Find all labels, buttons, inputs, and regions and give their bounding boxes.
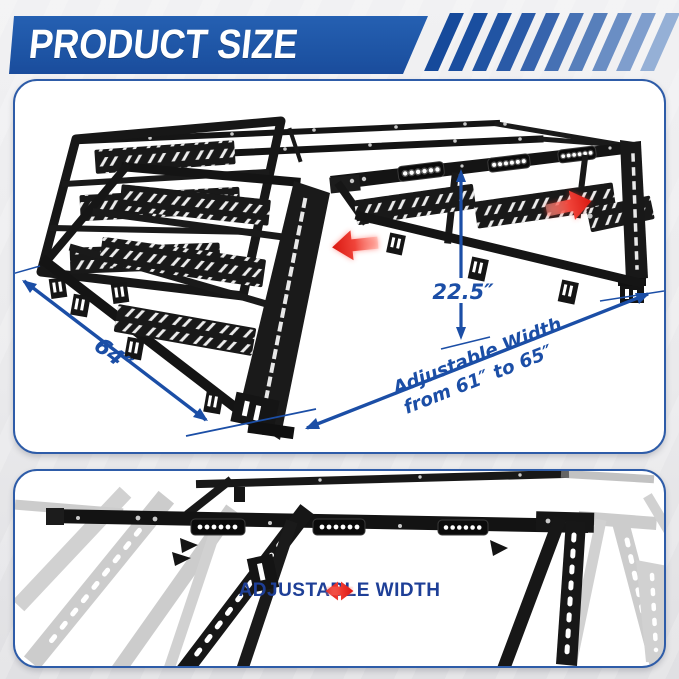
led-pod bbox=[557, 145, 597, 164]
bed-rack-drawing bbox=[36, 116, 655, 440]
dimensions-panel: 64″ 22.5″ Adjustable Width from 61″ to 6… bbox=[13, 79, 666, 454]
led-pod bbox=[312, 518, 366, 536]
front-corner-post bbox=[230, 181, 330, 440]
led-pod bbox=[487, 153, 531, 173]
width-arrow-left-icon bbox=[332, 230, 379, 261]
rack-adjustment-illustration bbox=[15, 471, 664, 666]
adjustable-width-panel: ADJUSTABLE WIDTH bbox=[13, 469, 666, 668]
page-title: PRODUCT SIZE bbox=[26, 21, 301, 67]
front-left-panel bbox=[38, 161, 301, 436]
led-pod bbox=[437, 519, 489, 536]
rack-dimensions-illustration: 64″ 22.5″ Adjustable Width from 61″ to 6… bbox=[15, 116, 664, 440]
title-banner: PRODUCT SIZE bbox=[8, 16, 432, 74]
current-position-parts bbox=[46, 471, 655, 666]
banner-stripes-decoration bbox=[424, 13, 679, 71]
right-bed-rail bbox=[354, 210, 646, 305]
adjust-arrow-right-icon bbox=[325, 581, 354, 601]
width-arrow-right-icon bbox=[545, 190, 592, 220]
led-pod bbox=[190, 518, 246, 536]
dimension-height: 22.5″ bbox=[432, 169, 494, 350]
adjustable-width-caption: ADJUSTABLE WIDTH bbox=[15, 580, 664, 602]
led-pod bbox=[397, 161, 445, 182]
dimension-adjustable-width: Adjustable Width from 61″ to 65″ bbox=[305, 290, 664, 430]
dimension-height-label: 22.5″ bbox=[432, 280, 494, 304]
